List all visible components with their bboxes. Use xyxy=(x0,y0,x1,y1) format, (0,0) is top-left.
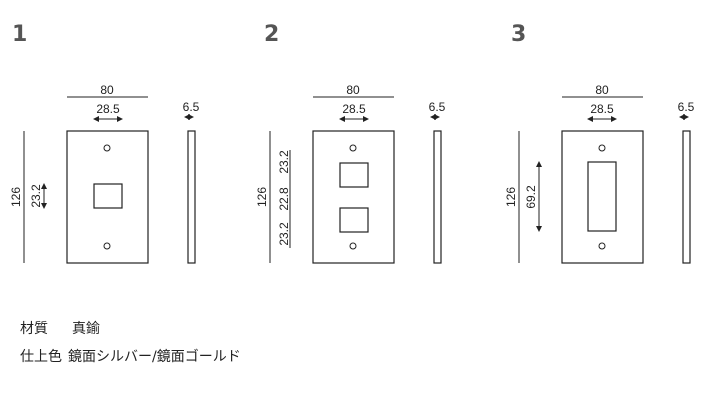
bottom-hole-dimension-label: 23.2 xyxy=(277,222,291,246)
screw-hole-bottom xyxy=(598,242,606,250)
material-label: 材質 xyxy=(20,321,48,337)
switch-plate-front xyxy=(561,130,644,264)
thickness-dimension-label: 6.5 xyxy=(429,100,446,114)
diagram-number: 1 xyxy=(12,22,27,47)
spec-finish-color: 仕上色鏡面シルバー/鏡面ゴールド xyxy=(20,346,241,366)
switch-plate-front xyxy=(312,130,395,264)
switch-plate-front xyxy=(66,130,149,264)
switch-opening xyxy=(93,183,123,209)
switch-opening-top xyxy=(339,162,369,188)
switch-plate-side xyxy=(187,130,196,264)
diagram-3: 3 80 28.5 126 69.2 6.5 xyxy=(504,22,695,264)
top-hole-dimension-label: 23.2 xyxy=(277,150,291,174)
height-dimension-label: 126 xyxy=(255,187,269,207)
material-value: 真鍮 xyxy=(72,321,100,337)
height-dimension-label: 126 xyxy=(504,187,518,207)
diagram-1: 1 80 28.5 126 23.2 6.5 xyxy=(9,22,200,264)
switch-plate-side xyxy=(433,130,442,264)
switch-plate-side xyxy=(682,130,691,264)
gap-dimension-label: 22.8 xyxy=(277,187,291,211)
screw-hole-top xyxy=(103,144,111,152)
screw-hole-bottom xyxy=(103,242,111,250)
hole-height-dimension-label: 23.2 xyxy=(29,184,43,208)
spec-material: 材質 真鍮 xyxy=(20,318,100,338)
screw-hole-bottom xyxy=(349,242,357,250)
color-label: 仕上色 xyxy=(20,349,62,365)
hole-width-dimension-label: 28.5 xyxy=(590,102,614,116)
screw-hole-top xyxy=(598,144,606,152)
width-dimension-label: 80 xyxy=(346,83,360,97)
hole-height-dimension-label: 69.2 xyxy=(524,185,538,209)
diagram-number: 2 xyxy=(264,22,279,47)
diagram-number: 3 xyxy=(511,22,526,47)
diagram-2: 2 80 28.5 126 23.2 22.8 23.2 6.5 xyxy=(255,22,446,264)
hole-width-dimension-label: 28.5 xyxy=(342,102,366,116)
height-dimension-label: 126 xyxy=(9,187,23,207)
screw-hole-top xyxy=(349,144,357,152)
switch-opening-bottom xyxy=(339,207,369,233)
color-value: 鏡面シルバー/鏡面ゴールド xyxy=(68,349,241,365)
thickness-dimension-label: 6.5 xyxy=(678,100,695,114)
width-dimension-label: 80 xyxy=(100,83,114,97)
switch-opening-tall xyxy=(587,161,617,232)
hole-width-dimension-label: 28.5 xyxy=(96,102,120,116)
thickness-dimension-label: 6.5 xyxy=(183,100,200,114)
width-dimension-label: 80 xyxy=(595,83,609,97)
